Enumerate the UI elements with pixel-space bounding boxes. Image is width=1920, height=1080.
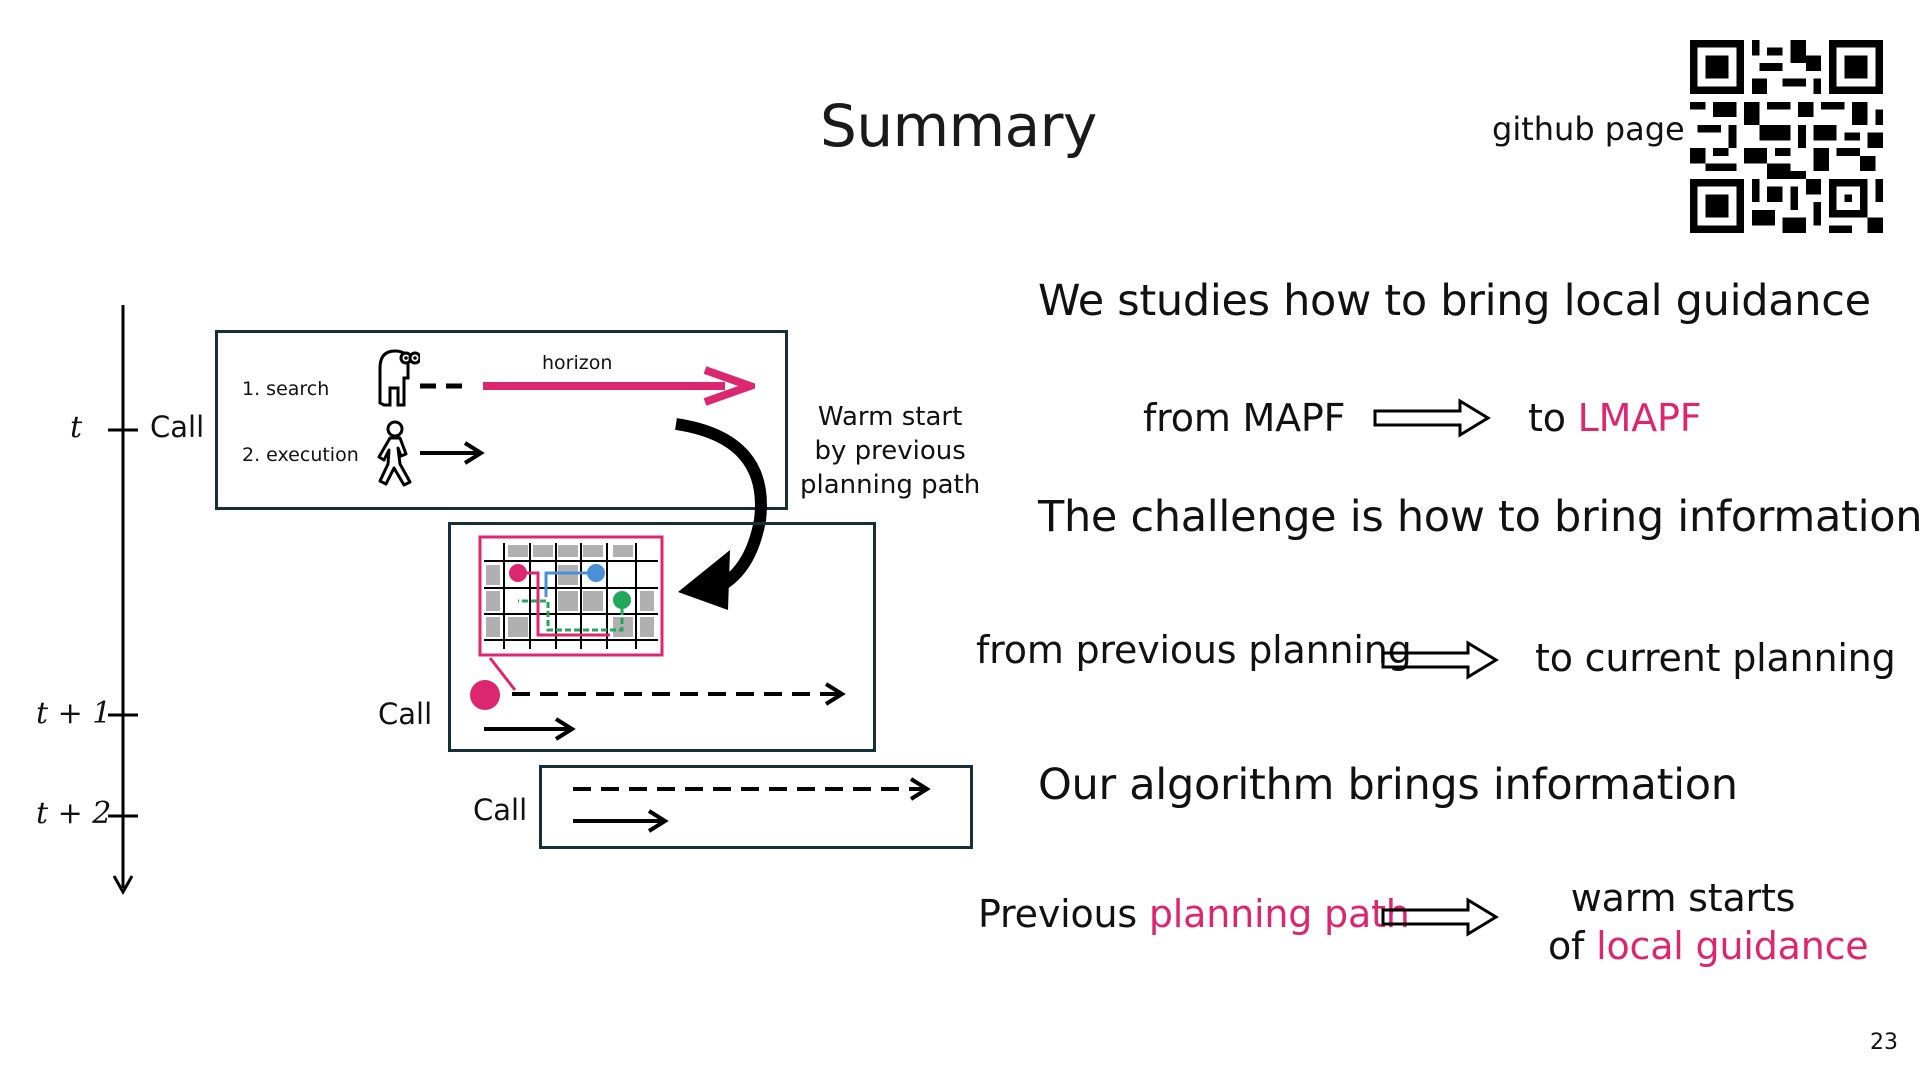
flow1-right: to LMAPF xyxy=(1528,396,1702,440)
grid-map-icon xyxy=(478,535,664,657)
execution-step-label: 2. execution xyxy=(242,444,359,466)
tick-label-t: t xyxy=(70,410,83,445)
call-box-t xyxy=(215,330,788,510)
call-box-t1 xyxy=(448,522,876,752)
flow1-right-prefix: to xyxy=(1528,396,1578,440)
horizon-label: horizon xyxy=(542,352,613,374)
flow2-left: from previous planning xyxy=(976,628,1412,672)
elephant-binoculars-icon xyxy=(378,349,420,407)
call-box-t2 xyxy=(539,765,973,849)
flow3-right-line2: of local guidance xyxy=(1548,922,1869,970)
flow2-arrow-icon xyxy=(1381,640,1499,680)
flow1-arrow-icon xyxy=(1373,398,1491,438)
warm-start-line-2: by previous xyxy=(814,436,966,466)
search-step-label: 1. search xyxy=(242,378,330,400)
flow3-right-line1: warm starts xyxy=(1570,876,1796,920)
flow3-left-prefix: Previous xyxy=(978,892,1149,936)
statement-1: We studies how to bring local guidance xyxy=(1038,276,1871,326)
flow3-arrow-icon xyxy=(1381,897,1499,937)
page-number: 23 xyxy=(1870,1030,1898,1055)
walking-person-icon xyxy=(377,420,412,487)
call-label-t: Call xyxy=(150,410,205,444)
timeline-axis xyxy=(108,305,138,896)
flow2-right: to current planning xyxy=(1535,636,1896,680)
box2-arrows xyxy=(470,657,846,741)
warm-start-line-3: planning path xyxy=(800,470,981,500)
slide-title: Summary xyxy=(820,92,1097,160)
call-label-t2: Call xyxy=(473,793,528,827)
github-label: github page xyxy=(1492,110,1685,148)
warm-start-curve-arrow xyxy=(675,418,767,610)
flow3-left: Previous planning path xyxy=(978,892,1410,936)
flow1-right-highlight: LMAPF xyxy=(1577,396,1702,440)
tick-label-t1: t + 1 xyxy=(36,696,112,731)
flow3-right-line2-prefix: of xyxy=(1548,924,1597,968)
warm-start-label: Warm start by previous planning path xyxy=(800,400,980,502)
qr-code-icon[interactable] xyxy=(1690,40,1883,233)
box3-arrows xyxy=(573,777,931,833)
flow3-right: warm starts of local guidance xyxy=(1548,874,1869,970)
flow3-right-line2-highlight: local guidance xyxy=(1596,924,1869,968)
tick-label-t2: t + 2 xyxy=(36,796,112,831)
call-label-t1: Call xyxy=(378,697,433,731)
statement-2: The challenge is how to bring informatio… xyxy=(1038,492,1920,542)
flow1-left: from MAPF xyxy=(1143,396,1346,440)
warm-start-line-1: Warm start xyxy=(817,402,963,432)
flow3-left-highlight: planning path xyxy=(1148,892,1410,936)
statement-3: Our algorithm brings information xyxy=(1038,760,1738,810)
box1-arrows xyxy=(420,366,755,465)
